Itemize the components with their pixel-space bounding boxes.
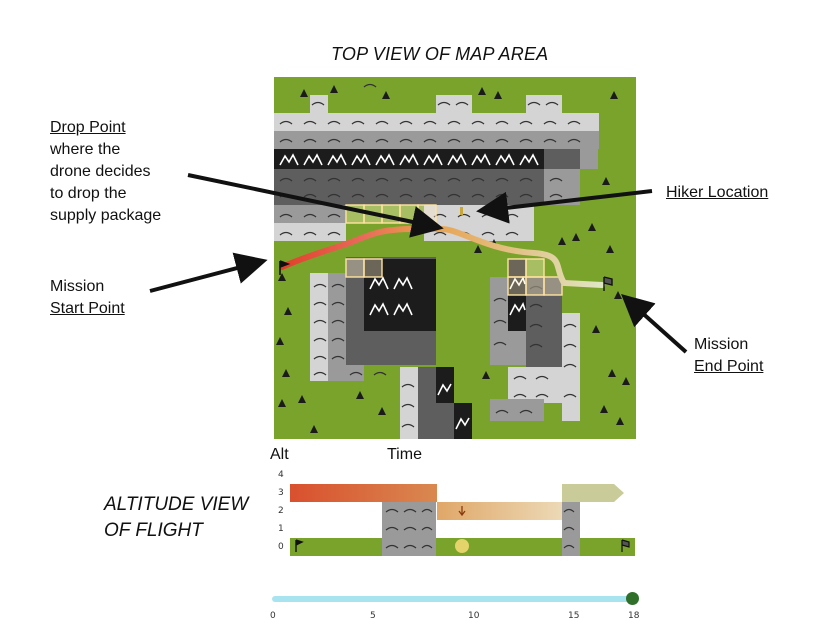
flight-segment-alt3: [290, 484, 437, 502]
timeline-tick: 15: [568, 611, 580, 621]
timeline-knob[interactable]: [625, 592, 639, 605]
map-title: TOP VIEW OF MAP AREA: [331, 44, 549, 64]
drop-point-annotation: Drop Point where the drone decides to dr…: [50, 117, 161, 227]
mission-start-arrow: [149, 252, 268, 293]
altitude-level-label: 4: [278, 470, 284, 480]
drop-point-line: to drop the: [50, 185, 127, 202]
altitude-level-label: 2: [278, 506, 284, 516]
flight-segment-alt2: [437, 502, 562, 520]
rock-light-tile: [436, 95, 472, 113]
rock-column: [562, 502, 580, 556]
timeline-tick: 0: [270, 611, 276, 621]
drop-point-line: drone decides: [50, 163, 151, 180]
hiker-marker: [460, 207, 463, 215]
flight-path: [279, 225, 605, 288]
timeline-tick: 10: [468, 611, 480, 621]
rock-dark-tile: [544, 149, 580, 169]
rock-column-symbols: [385, 508, 575, 549]
mission-end-line1: Mission: [694, 336, 749, 353]
rock-column: [382, 502, 436, 556]
altitude-level-label: 0: [278, 542, 284, 552]
mission-end-line2: End Point: [694, 358, 764, 375]
mission-end-arrow: [621, 294, 688, 354]
drop-point-arrow: [187, 173, 444, 238]
altitude-title-line2: OF FLIGHT: [104, 520, 203, 541]
rock-mid-tile: [490, 399, 544, 421]
time-axis-label: Time: [387, 446, 422, 463]
timeline-tick: 18: [628, 611, 640, 621]
drop-point-line: where the: [50, 141, 121, 158]
drop-point-line: supply package: [50, 207, 162, 224]
rock-mid-tile: [274, 131, 599, 149]
peak-symbols: [279, 153, 539, 430]
mission-end-annotation: Mission End Point: [694, 334, 763, 378]
drop-down-arrow-icon: [458, 506, 466, 517]
timeline-tick: 5: [370, 611, 376, 621]
mission-start-line1: Mission: [50, 278, 105, 295]
flight-segment-return: [562, 484, 624, 502]
end-flag-icon: [621, 539, 630, 552]
altitude-title-line1: ALTITUDE VIEW: [104, 494, 249, 515]
rock-light-tile: [526, 95, 562, 113]
hiker-position-marker: [455, 539, 469, 553]
hiker-arrow: [476, 189, 653, 224]
end-flag-icon: [603, 276, 613, 291]
rock-light-tile: [274, 113, 599, 131]
mission-start-annotation: Mission Start Point: [50, 276, 125, 320]
drop-point-title: Drop Point: [50, 119, 126, 136]
altitude-profile: [290, 484, 635, 556]
timeline-track[interactable]: [272, 596, 634, 602]
rock-light-tile: [310, 273, 328, 381]
rock-mid-tile: [580, 149, 598, 169]
rock-light-tile: [310, 95, 328, 113]
start-flag-icon: [295, 539, 304, 552]
hiker-location-label: Hiker Location: [666, 184, 769, 201]
mission-start-line2: Start Point: [50, 300, 125, 317]
peak-tile: [436, 367, 454, 403]
altitude-view-title: ALTITUDE VIEW OF FLIGHT: [104, 492, 248, 544]
top-view-map: [274, 77, 636, 439]
altitude-level-label: 1: [278, 524, 284, 534]
altitude-level-label: 3: [278, 488, 284, 498]
start-flag-icon: [279, 260, 291, 275]
peak-tile: [274, 149, 544, 169]
altitude-axis-label: Alt: [270, 446, 289, 463]
rock-light-tile: [508, 367, 580, 403]
peak-tile: [364, 259, 436, 331]
